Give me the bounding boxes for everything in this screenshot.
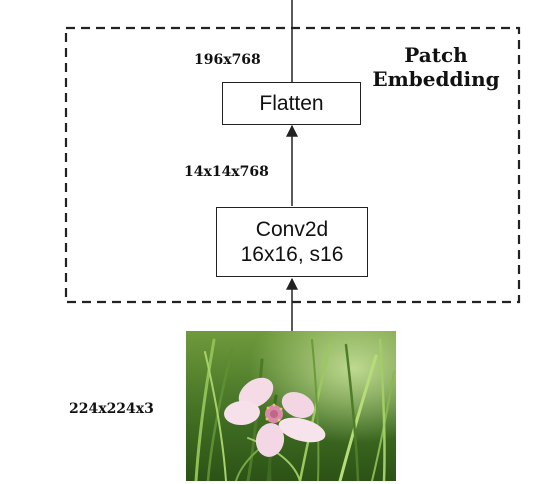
flatten-node: Flatten: [222, 82, 361, 125]
flatten-label: Flatten: [259, 91, 324, 115]
patch-embedding-title: Patch Embedding: [366, 43, 506, 91]
input-image: [186, 331, 396, 481]
patch-embedding-title-line1: Patch: [404, 43, 468, 67]
conv2d-params: 16x16, s16: [240, 243, 344, 266]
conv2d-label: Conv2d: [255, 217, 329, 241]
input-dim-label: 224x224x3: [69, 401, 154, 417]
conv-output-dim-label: 14x14x768: [184, 164, 269, 180]
patch-embedding-title-line2: Embedding: [372, 67, 500, 91]
output-dim-label: 196x768: [194, 52, 261, 68]
conv2d-node: Conv2d 16x16, s16: [216, 207, 368, 277]
